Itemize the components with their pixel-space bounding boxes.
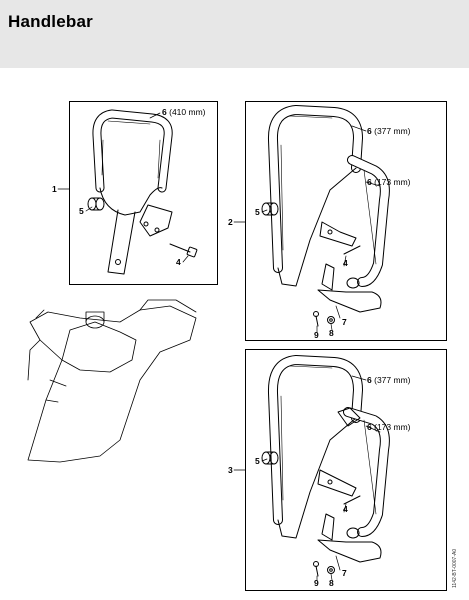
callout-6-377mm: 6 (377 mm)	[367, 375, 411, 385]
callout-6-173mm: 6 (173 mm)	[367, 422, 411, 432]
handlebar-1-drawing	[87, 109, 198, 275]
handlebar-2-drawing	[261, 105, 390, 327]
callout-4: 4	[176, 257, 181, 267]
callout-5: 5	[79, 206, 84, 216]
callout-5: 5	[255, 207, 260, 217]
callout-6-173mm: 6 (173 mm)	[367, 177, 411, 187]
header-bar: Handlebar	[0, 0, 469, 68]
callout-9: 9	[314, 330, 319, 340]
callout-9: 9	[314, 578, 319, 588]
drawing-reference-code: 1142-BT-0007-A0	[452, 548, 458, 588]
callout-8: 8	[329, 578, 334, 588]
assembly-1-label: 1	[52, 184, 57, 194]
callout-7: 7	[342, 317, 347, 327]
callout-8: 8	[329, 328, 334, 338]
handlebar-3-drawing	[261, 355, 390, 577]
callout-4: 4	[343, 504, 348, 514]
callout-7: 7	[342, 568, 347, 578]
callout-5: 5	[255, 456, 260, 466]
callout-6-410mm: 6 (410 mm)	[162, 107, 206, 117]
page-title: Handlebar	[8, 12, 93, 31]
callout-4: 4	[343, 258, 348, 268]
chainsaw-housing-drawing	[27, 299, 197, 463]
callout-6-377mm: 6 (377 mm)	[367, 126, 411, 136]
assembly-3-label: 3	[228, 465, 233, 475]
assembly-2-label: 2	[228, 217, 233, 227]
